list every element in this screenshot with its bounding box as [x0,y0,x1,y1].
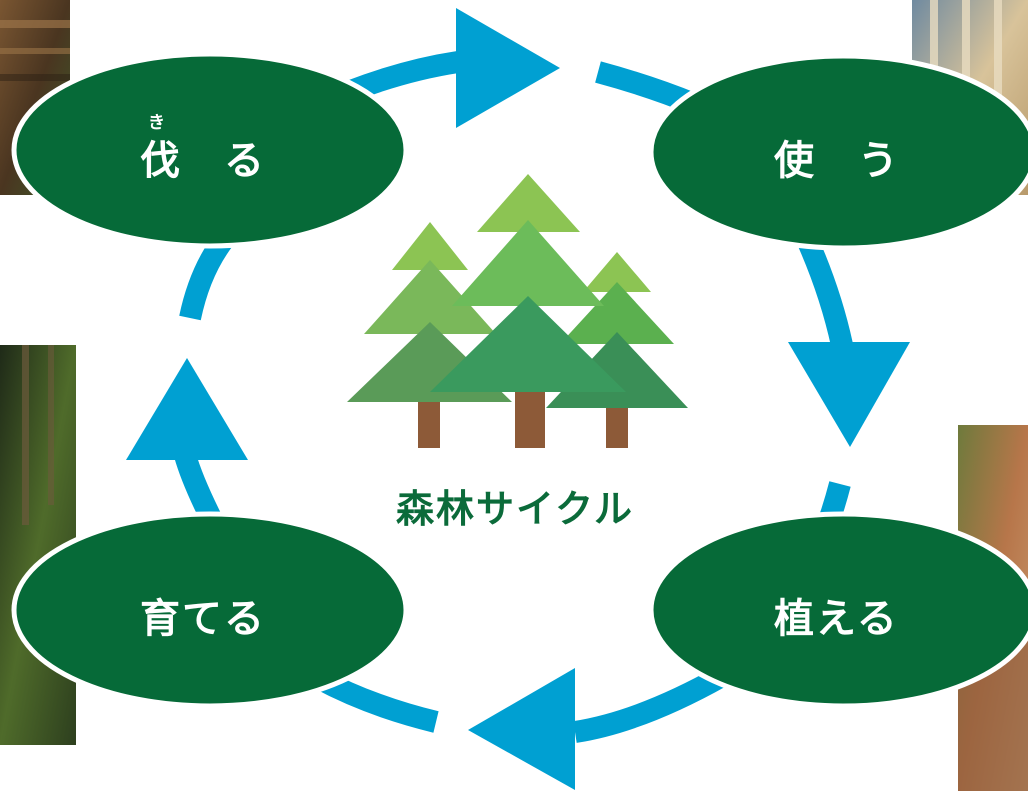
arrowhead-right [456,8,560,128]
node-grow [11,511,409,709]
node-grow-label: 育てる [140,596,266,642]
arrowhead-down [788,342,910,447]
node-cut [11,51,409,249]
arc-use-to-plant [794,230,853,348]
arc-cut-to-use [344,51,460,103]
arrowhead-up [126,358,248,460]
arc-plant-to-grow [573,666,728,743]
arrowhead-left [468,668,575,790]
node-plant-label: 植える [774,596,899,642]
arc-cut-lower [179,231,234,321]
arrowheads [126,8,910,790]
node-use [648,53,1028,251]
node-use-label: 使 う [774,138,900,184]
forest-trees-icon [347,174,688,448]
arc-grow-to-cut [174,451,222,525]
node-cut-label: 伐 る [140,138,266,184]
center-title: 森林サイクル [395,487,635,531]
node-cut-ruby: き [148,113,165,133]
node-plant [648,511,1028,709]
